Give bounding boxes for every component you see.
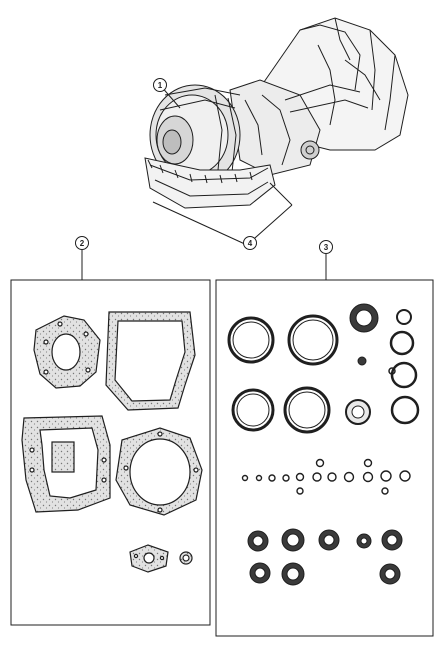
seal-kit-parts bbox=[227, 303, 420, 586]
svg-text:4: 4 bbox=[248, 239, 253, 248]
callout-seal-kit: 3 bbox=[319, 240, 333, 280]
svg-text:2: 2 bbox=[80, 239, 85, 248]
svg-text:1: 1 bbox=[158, 81, 163, 90]
svg-text:3: 3 bbox=[324, 243, 329, 252]
seal-kit-panel bbox=[215, 279, 434, 637]
gasket-kit-panel bbox=[10, 279, 211, 626]
callout-transmission: 1 bbox=[153, 78, 167, 92]
transmission-assembly bbox=[144, 17, 409, 246]
callout-gasket-kit: 2 bbox=[75, 236, 89, 280]
gasket-kit-parts bbox=[21, 311, 203, 573]
callout-oil-pan-gasket: 4 bbox=[243, 236, 257, 250]
